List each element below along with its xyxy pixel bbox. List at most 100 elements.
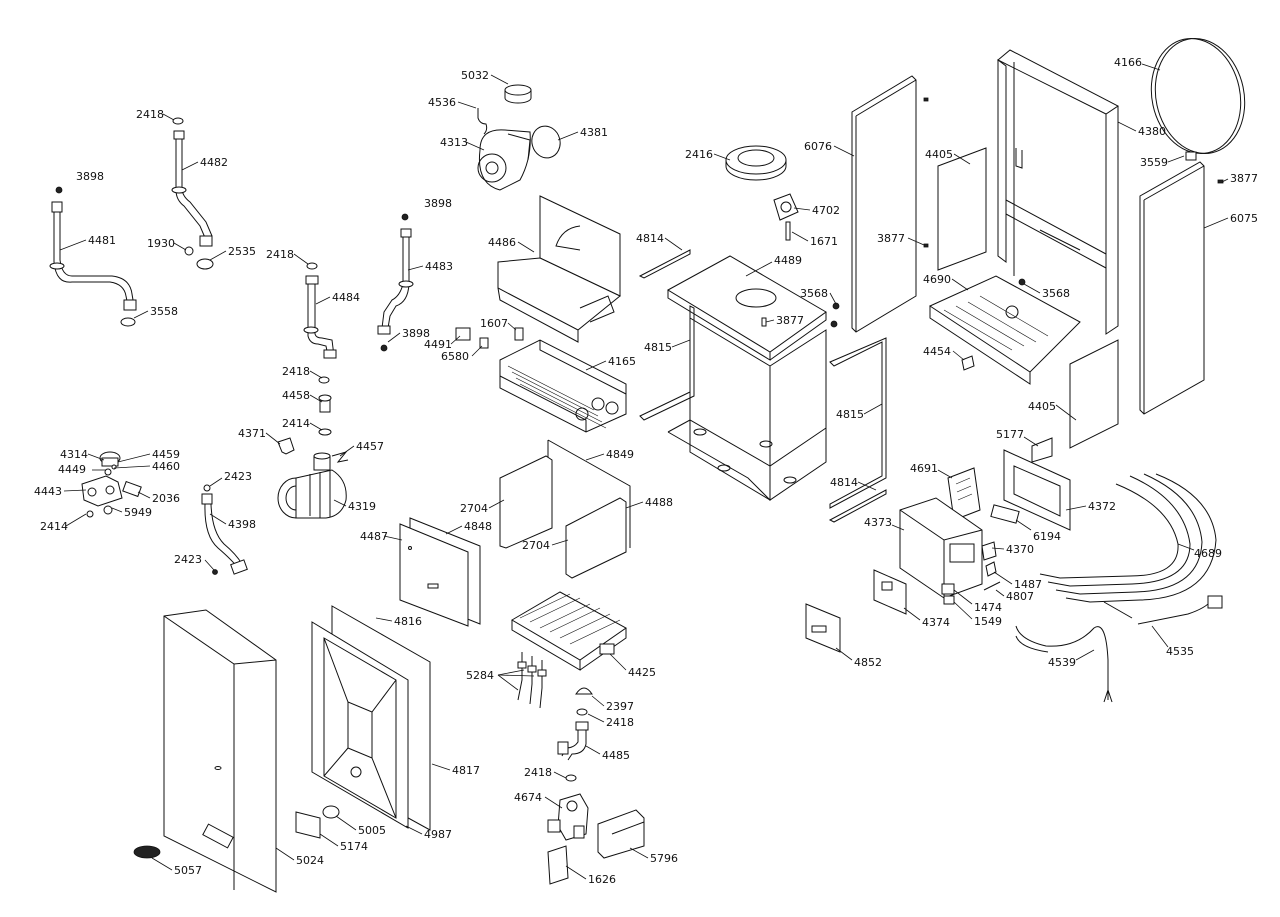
label-4987: 4987 <box>424 828 452 841</box>
label-4165: 4165 <box>608 355 636 368</box>
part-3898-washer <box>380 344 388 352</box>
part-3568-nut <box>1018 278 1026 286</box>
part-1930-nut <box>184 246 194 256</box>
part-4425-burner <box>511 591 627 671</box>
label-4536: 4536 <box>428 96 456 109</box>
part-2414-oring <box>318 428 332 436</box>
part-3898-washer <box>55 186 63 194</box>
label-4484: 4484 <box>332 291 360 304</box>
label-4405-bottom: 4405 <box>1028 400 1056 413</box>
label-1549: 1549 <box>974 615 1002 628</box>
label-4443: 4443 <box>34 485 62 498</box>
part-4370-connector <box>981 541 997 561</box>
part-4458-fitting <box>318 394 332 413</box>
part-4487-panel <box>399 523 469 627</box>
part-4483-pipe <box>377 228 414 335</box>
label-1626: 1626 <box>588 873 616 886</box>
label-3558: 3558 <box>150 305 178 318</box>
part-3568-nut <box>832 302 840 310</box>
part-4484-pipe <box>303 275 337 359</box>
label-4491: 4491 <box>424 338 452 351</box>
part-3898-washer <box>401 213 409 221</box>
label-2704-b: 2704 <box>522 539 550 552</box>
label-1930: 1930 <box>147 237 175 250</box>
part-4674-gas-valve <box>547 793 589 841</box>
part-1487-fuse <box>985 561 997 577</box>
label-5057: 5057 <box>174 864 202 877</box>
part-5177-label <box>1031 437 1053 463</box>
label-1474: 1474 <box>974 601 1002 614</box>
label-4457: 4457 <box>356 440 384 453</box>
label-3877-box: 3877 <box>776 314 804 327</box>
label-6075: 6075 <box>1230 212 1258 225</box>
label-4459: 4459 <box>152 448 180 461</box>
label-4485: 4485 <box>602 749 630 762</box>
label-4486: 4486 <box>488 236 516 249</box>
label-4535: 4535 <box>1166 645 1194 658</box>
label-2414-b: 2414 <box>40 520 68 533</box>
part-3559-fitting <box>1185 151 1197 161</box>
part-2423-washer <box>212 569 218 575</box>
part-2418-washer <box>306 262 318 270</box>
label-4372: 4372 <box>1088 500 1116 513</box>
label-4807: 4807 <box>1006 590 1034 603</box>
part-4486-hood <box>497 195 621 343</box>
label-3898-b: 3898 <box>424 197 452 210</box>
part-4381-gasket <box>531 125 561 159</box>
part-4815-gasket <box>829 337 887 509</box>
part-4481-pipe <box>49 201 137 311</box>
label-5177: 5177 <box>996 428 1024 441</box>
label-3877-mid: 3877 <box>877 232 905 245</box>
part-3877-screw <box>923 97 929 102</box>
part-5005-grommet <box>322 805 340 819</box>
part-4380-frame <box>997 49 1119 335</box>
part-6580-sensor <box>479 337 489 349</box>
label-2036: 2036 <box>152 492 180 505</box>
label-4690: 4690 <box>923 273 951 286</box>
label-4852: 4852 <box>854 656 882 669</box>
part-4539-cable <box>1015 625 1113 703</box>
part-1474-switch <box>941 583 955 595</box>
part-2423-washer <box>203 484 211 492</box>
label-2423-b: 2423 <box>174 553 202 566</box>
leader-lines <box>59 63 1229 880</box>
part-5032-ring <box>504 84 532 104</box>
part-4454-clip <box>961 355 975 371</box>
part-4987-chamber-cover <box>311 605 431 831</box>
label-2414-a: 2414 <box>282 417 310 430</box>
part-2418-washer <box>565 774 577 782</box>
part-4398-hose <box>201 493 248 575</box>
part-1671-probe <box>785 221 791 241</box>
part-4690-tray <box>928 275 1081 385</box>
part-6194-connector <box>990 504 1020 524</box>
label-5024: 5024 <box>296 854 324 867</box>
label-3898-c: 3898 <box>402 327 430 340</box>
label-4449: 4449 <box>58 463 86 476</box>
label-6076: 6076 <box>804 140 832 153</box>
part-3877-screw <box>923 243 929 248</box>
part-3558-nut <box>120 317 136 327</box>
label-2416: 2416 <box>685 148 713 161</box>
part-2418-washer <box>318 376 330 384</box>
label-5005: 5005 <box>358 824 386 837</box>
label-4405-top: 4405 <box>925 148 953 161</box>
label-2397: 2397 <box>606 700 634 713</box>
label-2704-a: 2704 <box>460 502 488 515</box>
label-4314: 4314 <box>60 448 88 461</box>
part-2704-panel <box>565 497 627 579</box>
label-4166: 4166 <box>1114 56 1142 69</box>
label-4454: 4454 <box>923 345 951 358</box>
label-1487: 1487 <box>1014 578 1042 591</box>
label-4458: 4458 <box>282 389 310 402</box>
label-4702: 4702 <box>812 204 840 217</box>
label-5284: 5284 <box>466 669 494 682</box>
part-number-labels: 5032 4536 4313 4381 4166 4380 3559 3877 … <box>34 56 1258 886</box>
label-2418-b: 2418 <box>266 248 294 261</box>
label-3898-a: 3898 <box>76 170 104 183</box>
label-1607: 1607 <box>480 317 508 330</box>
label-4483: 4483 <box>425 260 453 273</box>
part-4165-heat-exchanger <box>499 339 627 433</box>
label-4380: 4380 <box>1138 125 1166 138</box>
label-4489: 4489 <box>774 254 802 267</box>
